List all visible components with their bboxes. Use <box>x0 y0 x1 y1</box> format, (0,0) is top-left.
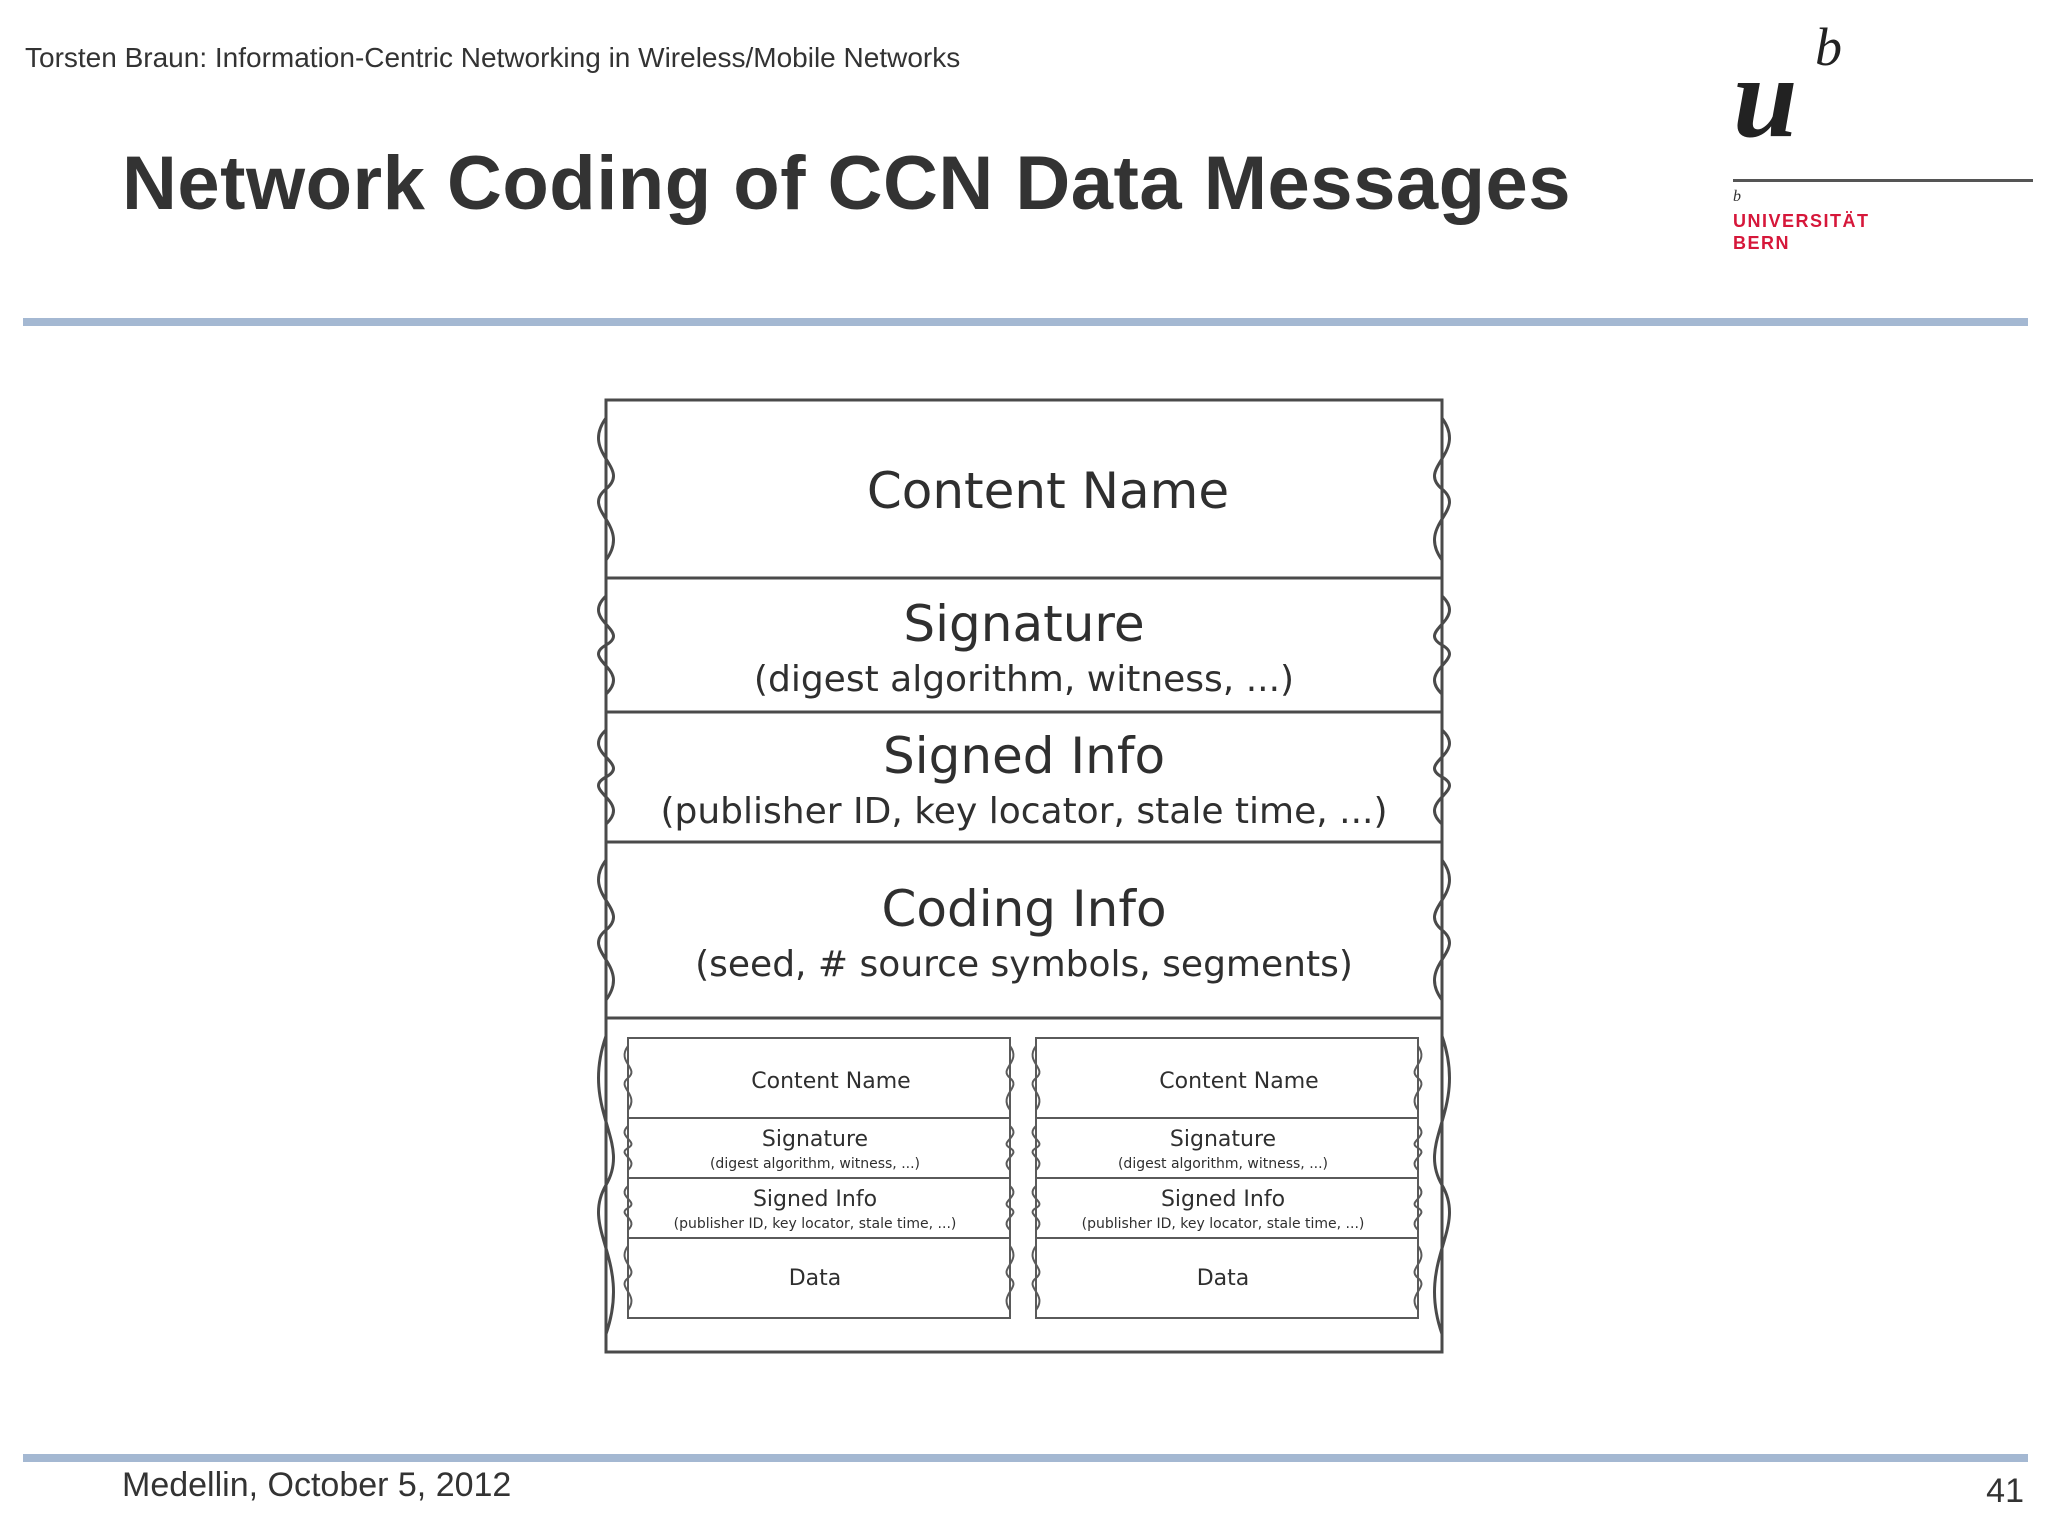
field-signed-info-label: Signed Info <box>883 727 1165 785</box>
wavy-edge-right <box>1005 1045 1015 1111</box>
inner-field-signed-info-label: Signed Info <box>753 1187 877 1212</box>
inner-field-signature-detail: (digest algorithm, witness, ...) <box>710 1156 920 1172</box>
wavy-edge-left <box>597 859 615 1001</box>
field-coding-info-detail: (seed, # source symbols, segments) <box>695 944 1353 985</box>
field-signature-detail: (digest algorithm, witness, ...) <box>754 659 1294 700</box>
wavy-edge-left <box>597 728 615 826</box>
wavy-edge-right <box>1413 1125 1423 1171</box>
wavy-edge-right <box>1433 594 1451 696</box>
field-signature-label: Signature <box>903 595 1144 653</box>
wavy-edge-left <box>596 1035 616 1335</box>
wavy-edge-right <box>1005 1125 1015 1171</box>
wavy-edge-right <box>1432 1035 1452 1335</box>
wavy-edge-right <box>1005 1245 1015 1311</box>
wavy-edge-left <box>597 594 615 696</box>
page-number: 41 <box>1986 1472 2024 1510</box>
wavy-edge-left <box>1031 1185 1041 1231</box>
inner-field-signature-label: Signature <box>762 1127 868 1152</box>
logo-divider <box>1733 179 2033 182</box>
wavy-edge-left <box>623 1185 633 1231</box>
logo-b-mark: b <box>1815 17 1842 77</box>
wavy-edge-right <box>1413 1045 1423 1111</box>
inner-field-data-label: Data <box>1197 1266 1250 1291</box>
university-logo: u b b UNIVERSITÄT BERN <box>1725 17 2033 270</box>
wavy-edge-left <box>623 1125 633 1171</box>
wavy-edge-left <box>623 1045 633 1111</box>
wavy-edge-left <box>597 417 615 561</box>
field-signed-info-detail: (publisher ID, key locator, stale time, … <box>660 791 1387 832</box>
field-coding-info-label: Coding Info <box>881 880 1166 938</box>
inner-field-signed-info-detail: (publisher ID, key locator, stale time, … <box>1082 1216 1365 1232</box>
slide-title: Network Coding of CCN Data Messages <box>122 141 1572 226</box>
wavy-edge-left <box>1031 1245 1041 1311</box>
wavy-edge-right <box>1413 1245 1423 1311</box>
wavy-edge-right <box>1413 1185 1423 1231</box>
wavy-edge-right <box>1433 728 1451 826</box>
inner-field-signed-info-label: Signed Info <box>1161 1187 1285 1212</box>
presentation-header: Torsten Braun: Information-Centric Netwo… <box>25 42 961 73</box>
header-divider <box>23 318 2028 326</box>
logo-wordmark: UNIVERSITÄT BERN <box>1733 210 1870 254</box>
inner-field-content-name-label: Content Name <box>1159 1069 1318 1094</box>
footer-location-date: Medellin, October 5, 2012 <box>122 1466 512 1504</box>
wavy-edge-left <box>1031 1045 1041 1111</box>
logo-u-mark: u <box>1733 34 1798 162</box>
inner-field-signature-label: Signature <box>1170 1127 1276 1152</box>
inner-field-data-label: Data <box>789 1266 842 1291</box>
footer-divider <box>23 1454 2028 1462</box>
wavy-edge-right <box>1433 859 1451 1001</box>
logo-wordmark-line1: UNIVERSITÄT <box>1733 211 1870 231</box>
wavy-edge-left <box>623 1245 633 1311</box>
wavy-edge-left <box>1031 1125 1041 1171</box>
logo-wordmark-line2: BERN <box>1733 233 1791 253</box>
inner-field-signature-detail: (digest algorithm, witness, ...) <box>1118 1156 1328 1172</box>
field-content-name-label: Content Name <box>867 462 1229 520</box>
wavy-edge-right <box>1005 1185 1015 1231</box>
wavy-edge-right <box>1433 417 1451 561</box>
inner-field-content-name-label: Content Name <box>751 1069 910 1094</box>
inner-field-signed-info-detail: (publisher ID, key locator, stale time, … <box>674 1216 957 1232</box>
logo-small-b: b <box>1733 188 1741 205</box>
